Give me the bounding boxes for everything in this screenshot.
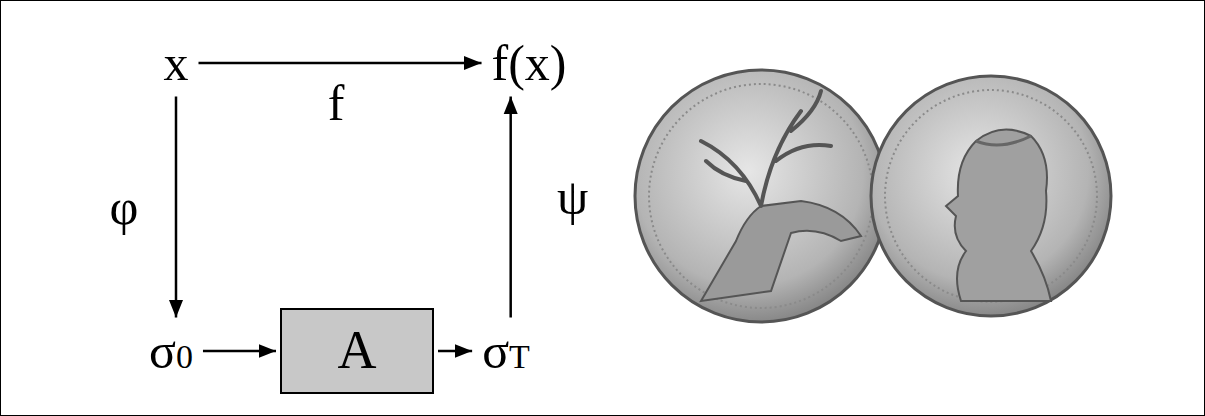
node-text: x xyxy=(164,36,189,91)
node-text: σ0 xyxy=(149,324,193,379)
math-symbol-node: x xyxy=(158,34,195,93)
arrow-connector xyxy=(199,62,482,65)
node-text: A xyxy=(338,321,377,380)
arrow-connector xyxy=(175,97,178,318)
math-symbol-node: σ0 xyxy=(143,322,199,381)
arrow-label: φ xyxy=(110,180,139,235)
process-box: A xyxy=(280,308,434,394)
queen-coin xyxy=(871,76,1111,316)
node-text: σT xyxy=(482,324,530,379)
caribou-coin xyxy=(635,70,887,322)
math-symbol-node: σT xyxy=(476,322,536,381)
arrow-connector xyxy=(509,97,512,318)
node-text: f(x) xyxy=(492,36,567,91)
arrow-label: ψ xyxy=(557,170,588,225)
math-symbol-node: f(x) xyxy=(486,34,573,93)
arrow-connector xyxy=(203,350,276,353)
arrow-label: f xyxy=(328,76,345,131)
arrow-connector xyxy=(438,350,472,353)
